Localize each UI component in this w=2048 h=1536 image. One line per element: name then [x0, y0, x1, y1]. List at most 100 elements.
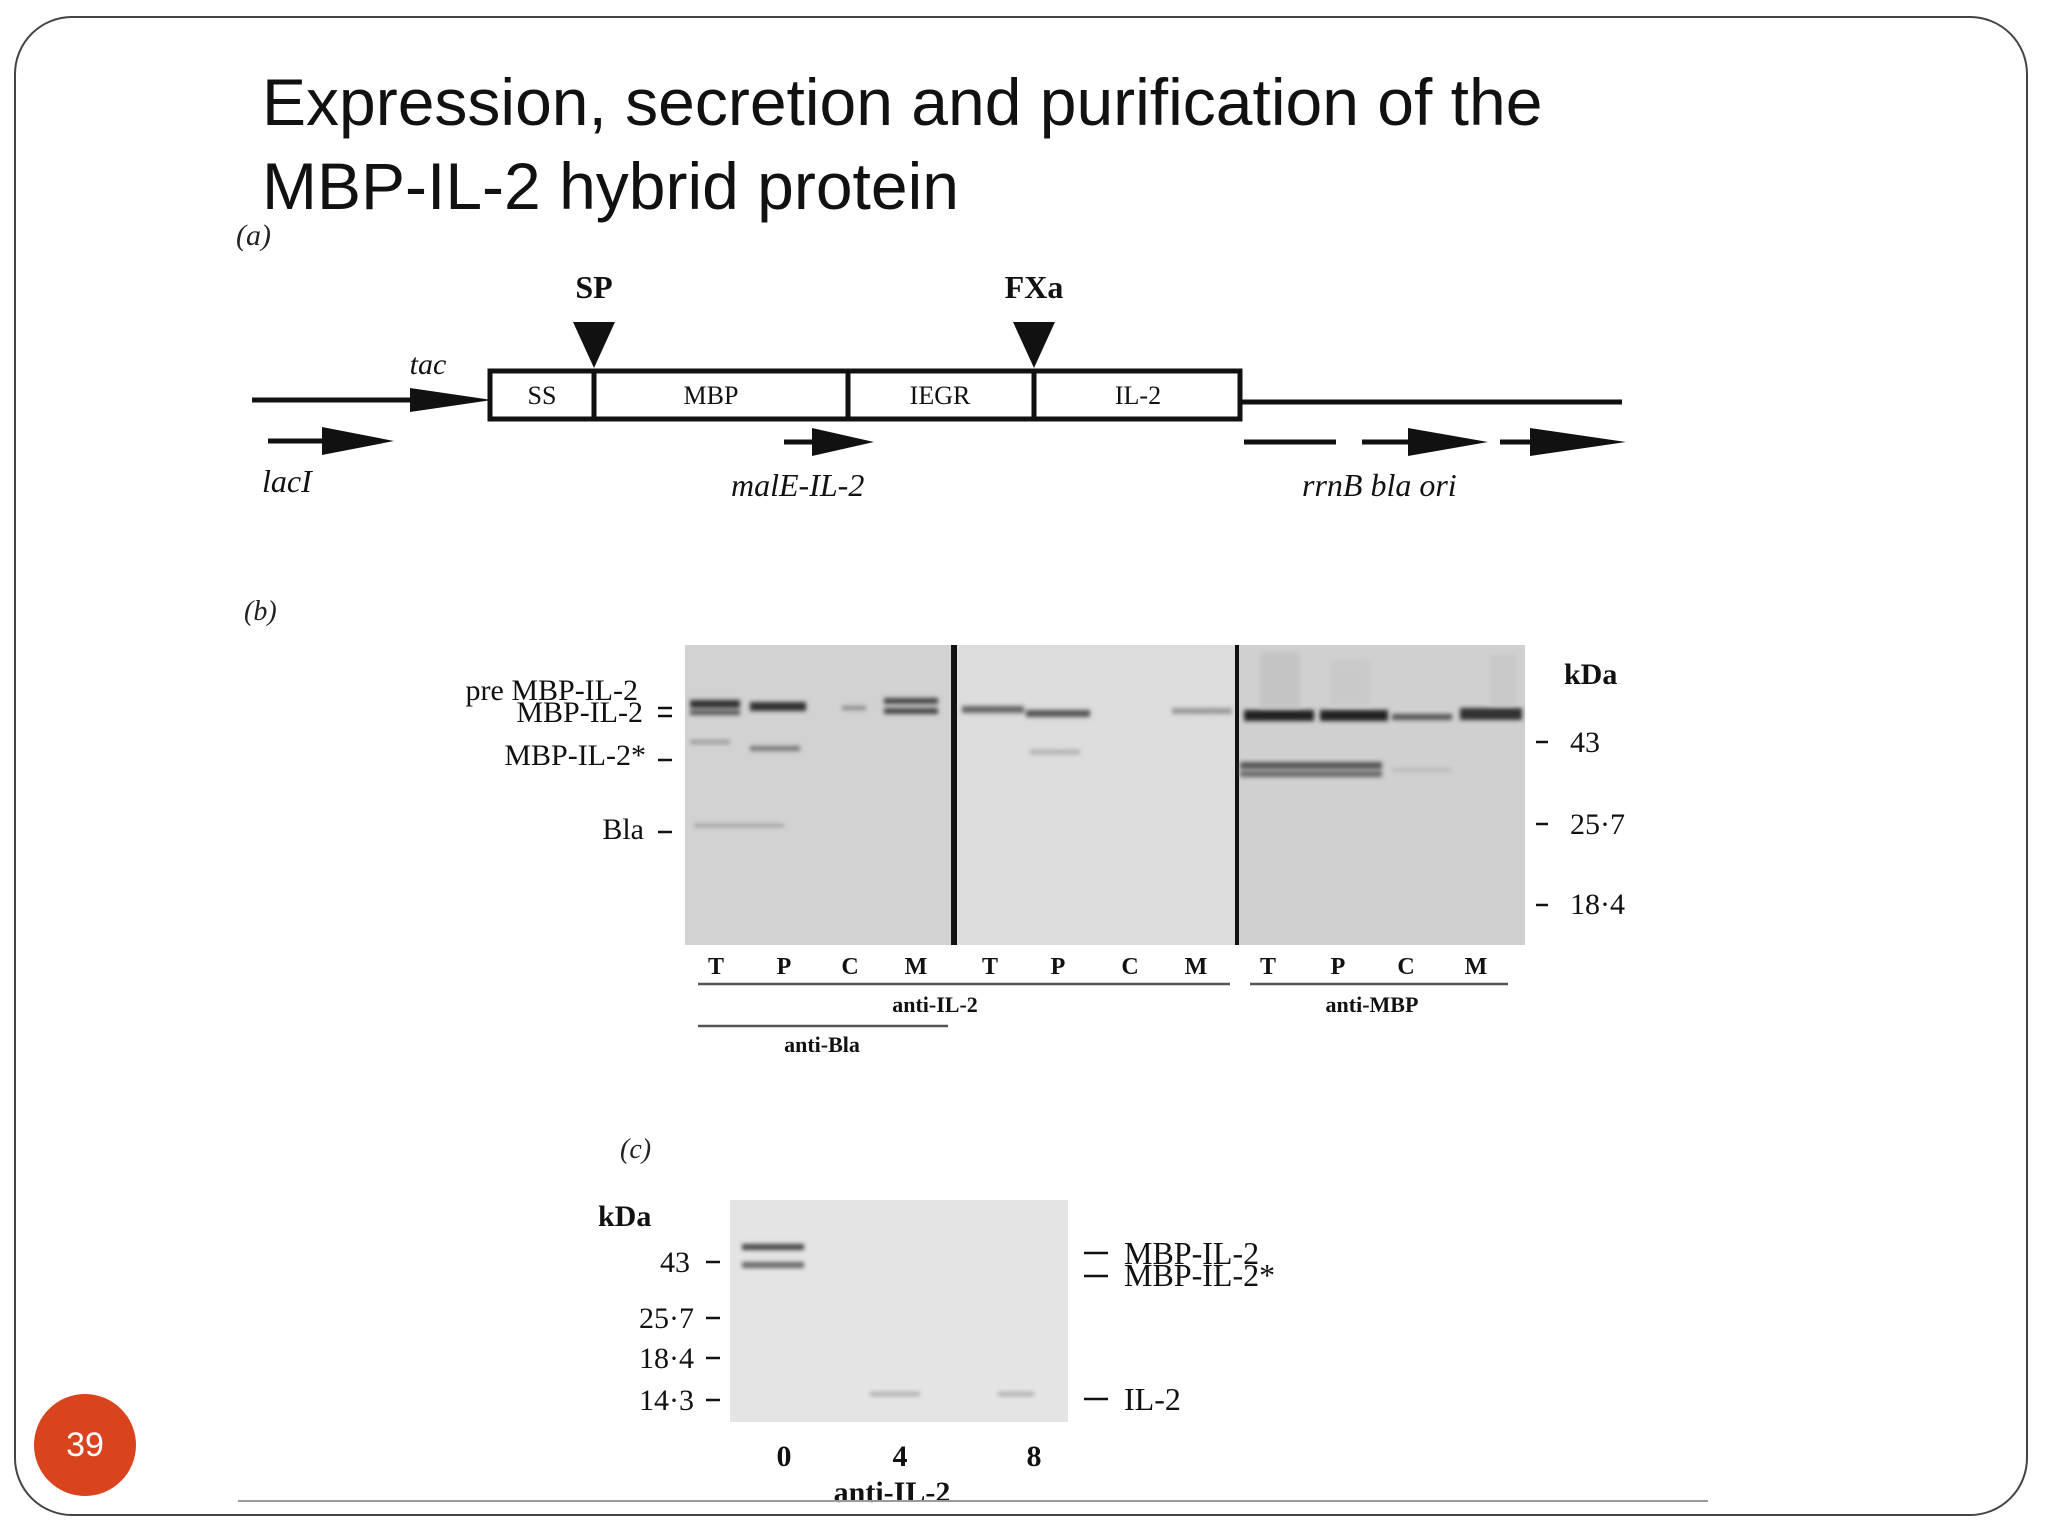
panel-b: (b) [244, 596, 1625, 1057]
kda-marker-c-14-3: 14·3 [639, 1384, 694, 1417]
kda-marker-b-43: 43 [1570, 726, 1600, 759]
band-label-c-mbp-il2: MBP-IL-2 [1124, 1235, 1259, 1271]
antibody-label-c: anti-IL-2 [834, 1476, 951, 1509]
group-label-anti-mbp: anti-MBP [1326, 992, 1419, 1017]
rrnb-bla-ori-arrows [1244, 428, 1626, 456]
lane-label: 0 [777, 1440, 792, 1473]
gene-male-il2: malE-IL-2 [731, 467, 864, 503]
segment-ss: SS [528, 381, 557, 410]
lane-label: 8 [1027, 1440, 1042, 1473]
gene-rrnb-bla-ori: rrnB bla ori [1302, 467, 1457, 503]
blot-b-left-shade [685, 645, 955, 945]
lane-labels-c: 0 4 8 [777, 1440, 1042, 1473]
laci-arrow [268, 427, 394, 455]
smear [1260, 652, 1300, 707]
smear [1490, 655, 1516, 705]
lane-label: M [1185, 954, 1208, 980]
sp-marker-label: SP [575, 269, 612, 305]
kda-header-c: kDa [598, 1200, 651, 1233]
band-label-c-mbp-il2-star: MBP-IL-2* [1124, 1257, 1275, 1293]
band-label-bla: Bla [602, 813, 644, 846]
band [1240, 771, 1382, 777]
footer-rule [238, 1500, 1708, 1502]
band [742, 1244, 804, 1250]
gene-laci: lacI [262, 463, 313, 499]
slide-title: Expression, secretion and purification o… [262, 60, 1762, 228]
band [1172, 708, 1232, 714]
kda-ticks-c [706, 1260, 720, 1402]
band [1392, 714, 1452, 720]
slide-title-line-1: Expression, secretion and purification o… [262, 65, 1543, 139]
kda-marker-c-43: 43 [660, 1246, 690, 1279]
kda-marker-b-25-7: 25·7 [1570, 808, 1625, 841]
lane-label: T [708, 954, 724, 980]
panel-b-label: (b) [244, 596, 277, 627]
blot-b-bands [690, 652, 1522, 827]
lane-labels-b: T P C M T P C M T P C M [708, 954, 1487, 980]
lane-label: C [841, 954, 858, 980]
lane-label: M [1465, 954, 1488, 980]
lane-label: P [777, 954, 792, 980]
kda-marker-c-18-4: 18·4 [639, 1342, 694, 1375]
band [884, 698, 938, 704]
band [750, 702, 806, 711]
band [694, 824, 784, 827]
lane-label: C [1121, 954, 1138, 980]
panel-a-label: (a) [236, 219, 271, 252]
tac-label: tac [410, 348, 447, 381]
band-label-mbp-il2: MBP-IL-2 [516, 696, 643, 729]
band [962, 706, 1024, 713]
slide-title-line-2: MBP-IL-2 hybrid protein [262, 149, 959, 223]
segment-il2: IL-2 [1115, 381, 1161, 410]
band [690, 700, 740, 708]
band [1320, 710, 1388, 721]
band [1460, 708, 1522, 720]
sp-cleavage-triangle [573, 322, 615, 368]
lane-label: P [1051, 954, 1066, 980]
gene-box [487, 368, 1243, 422]
smear [1330, 660, 1370, 705]
panel-c: (c) kDa 43 25·7 18·4 14·3 MBP-IL-2 MBP-I… [598, 1134, 1275, 1509]
band-label-ticks [658, 706, 672, 834]
group-label-anti-bla: anti-Bla [784, 1032, 860, 1057]
blot-c-grain [730, 1200, 1068, 1422]
group-label-anti-il2: anti-IL-2 [892, 992, 978, 1017]
band [1026, 710, 1090, 717]
band [884, 708, 938, 714]
band [742, 1262, 804, 1268]
band [690, 710, 740, 715]
lane-label: M [905, 954, 928, 980]
kda-marker-c-25-7: 25·7 [639, 1302, 694, 1335]
band [1240, 762, 1382, 769]
lane-label: T [1260, 954, 1276, 980]
band [1030, 750, 1080, 754]
band [842, 706, 866, 710]
band [1392, 768, 1452, 772]
band [690, 740, 730, 744]
panel-a: (a) SS MBP IEGR IL-2 SP FXa tac [236, 219, 1626, 503]
kda-ticks-b [1536, 740, 1548, 907]
segment-mbp: MBP [684, 381, 739, 410]
band-label-ticks-c [1084, 1251, 1108, 1401]
lane-label: P [1331, 954, 1346, 980]
lane-label: T [982, 954, 998, 980]
blot-c-bands [742, 1244, 1034, 1396]
band [870, 1392, 920, 1396]
page-number-badge: 39 [34, 1394, 136, 1496]
panel-c-label: (c) [620, 1134, 651, 1165]
lane-label: 4 [893, 1440, 908, 1473]
lane-label: C [1397, 954, 1414, 980]
band-label-c-il2: IL-2 [1124, 1381, 1181, 1417]
male-il2-arrow [784, 428, 874, 456]
kda-header-b: kDa [1564, 658, 1617, 691]
page-number: 39 [66, 1425, 104, 1464]
kda-marker-b-18-4: 18·4 [1570, 888, 1625, 921]
band-label-mbp-il2-star: MBP-IL-2* [504, 739, 646, 772]
fxa-cleavage-triangle [1013, 322, 1055, 368]
band-label-pre-mbp-il2: pre MBP-IL-2 [466, 674, 638, 707]
fxa-marker-label: FXa [1005, 269, 1064, 305]
segment-iegr: IEGR [910, 381, 971, 410]
band [1244, 710, 1314, 721]
band [998, 1392, 1034, 1396]
